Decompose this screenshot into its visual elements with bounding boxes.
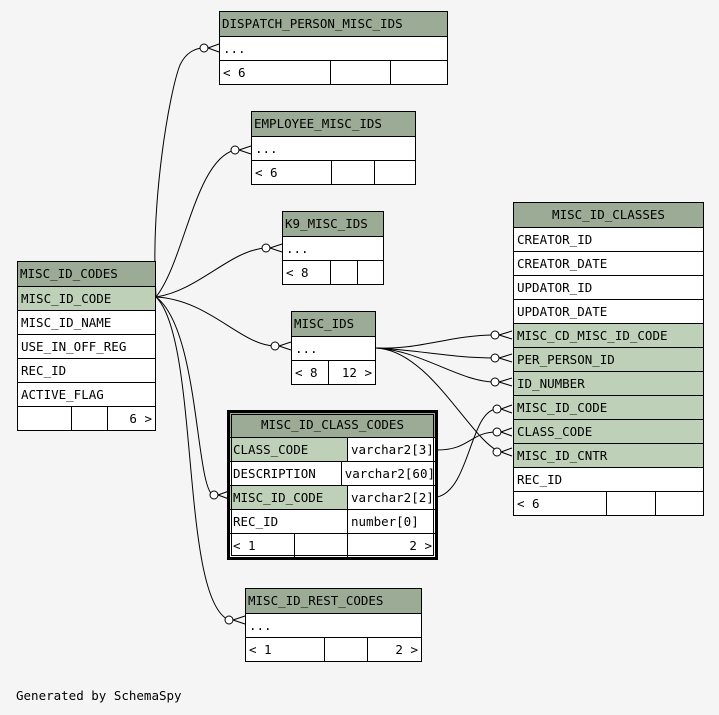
column-per-person-id: PER_PERSON_ID — [514, 347, 703, 371]
column-name: DESCRIPTION — [233, 466, 316, 481]
column-class-code: CLASS_CODE varchar2[3] — [230, 437, 435, 461]
column-type: varchar2[60] — [340, 462, 435, 485]
edge-classcodes-class — [436, 431, 498, 451]
edge-codes-k9 — [155, 247, 267, 298]
parent-count: < 8 — [295, 365, 318, 380]
table-title[interactable]: MISC_IDS — [292, 312, 375, 336]
column-type: varchar2[3] — [347, 438, 435, 461]
column-ellipsis: ... — [292, 336, 375, 360]
table-title[interactable]: EMPLOYEE_MISC_IDS — [252, 112, 415, 136]
edge-miscids-idnum — [375, 347, 496, 383]
column-creator-id: CREATOR_ID — [514, 227, 703, 251]
parent-count: < 1 — [249, 642, 272, 657]
table-footer: 6 > — [18, 406, 155, 430]
column-misc-id-name: MISC_ID_NAME — [18, 310, 155, 334]
table-footer: < 1 2 > — [230, 533, 435, 557]
table-employee-misc-ids[interactable]: EMPLOYEE_MISC_IDS ... < 6 — [251, 111, 416, 185]
column-name: MISC_ID_CODE — [230, 486, 347, 509]
edge-miscids-cd — [375, 334, 496, 349]
column-rec-id: REC_ID — [18, 358, 155, 382]
table-title[interactable]: MISC_ID_CLASSES — [514, 203, 703, 227]
table-misc-id-class-codes[interactable]: MISC_ID_CLASS_CODES CLASS_CODE varchar2[… — [227, 410, 438, 560]
column-name: REC_ID — [233, 514, 279, 529]
table-title[interactable]: DISPATCH_PERSON_MISC_IDS — [220, 12, 447, 36]
column-ellipsis: ... — [283, 236, 383, 260]
column-updator-date: UPDATOR_DATE — [514, 299, 703, 323]
table-footer: < 6 — [514, 491, 703, 515]
column-misc-cd-misc-id-code: MISC_CD_MISC_ID_CODE — [514, 323, 703, 347]
child-count: 6 > — [107, 407, 155, 430]
parent-count: < 6 — [517, 496, 540, 511]
column-misc-id-code: MISC_ID_CODE — [18, 286, 155, 310]
column-name: CLASS_CODE — [230, 438, 347, 461]
column-id-number: ID_NUMBER — [514, 371, 703, 395]
footer-cell — [330, 61, 390, 84]
edge-codes-restcodes — [155, 296, 230, 621]
table-title[interactable]: K9_MISC_IDS — [283, 212, 383, 236]
footer-cell — [71, 407, 107, 430]
edge-codes-dispatch — [154, 47, 205, 298]
table-title[interactable]: MISC_ID_CLASS_CODES — [230, 413, 435, 437]
table-k9-misc-ids[interactable]: K9_MISC_IDS ... < 8 — [282, 211, 384, 285]
table-dispatch-person-misc-ids[interactable]: DISPATCH_PERSON_MISC_IDS ... < 6 — [219, 11, 448, 85]
table-misc-ids[interactable]: MISC_IDS ... < 8 12 > — [291, 311, 376, 385]
column-class-code: CLASS_CODE — [514, 419, 703, 443]
column-ellipsis: ... — [220, 36, 447, 60]
parent-count: < 8 — [286, 265, 309, 280]
table-title[interactable]: MISC_ID_CODES — [18, 262, 155, 286]
child-count: 2 > — [367, 638, 421, 661]
column-misc-id-code: MISC_ID_CODE varchar2[2] — [230, 485, 435, 509]
edge-miscids-cntr — [375, 347, 501, 453]
table-footer: < 8 — [283, 260, 383, 284]
column-creator-date: CREATOR_DATE — [514, 251, 703, 275]
column-ellipsis: ... — [252, 136, 415, 160]
table-misc-id-codes[interactable]: MISC_ID_CODES MISC_ID_CODE MISC_ID_NAME … — [17, 261, 156, 431]
table-title[interactable]: MISC_ID_REST_CODES — [246, 589, 421, 613]
footer-cell — [357, 261, 383, 284]
column-description: DESCRIPTION varchar2[60] — [230, 461, 435, 485]
column-updator-id: UPDATOR_ID — [514, 275, 703, 299]
footer-cell — [374, 161, 415, 184]
column-type: varchar2[2] — [347, 486, 435, 509]
child-count: 2 > — [347, 534, 435, 557]
table-footer: < 1 2 > — [246, 637, 421, 661]
footer-cell — [294, 534, 347, 557]
edge-codes-miscids — [155, 296, 276, 347]
edge-codes-employee — [155, 149, 236, 298]
column-use-in-off-reg: USE_IN_OFF_REG — [18, 334, 155, 358]
edge-codes-classcodes — [155, 296, 215, 497]
table-misc-id-classes[interactable]: MISC_ID_CLASSES CREATOR_ID CREATOR_DATE … — [513, 202, 704, 516]
footer-cell — [330, 261, 357, 284]
parent-count: < 6 — [223, 65, 246, 80]
table-misc-id-rest-codes[interactable]: MISC_ID_REST_CODES ... < 1 2 > — [245, 588, 422, 662]
column-misc-id-cntr: MISC_ID_CNTR — [514, 443, 703, 467]
column-rec-id: REC_ID — [514, 467, 703, 491]
parent-count: < 6 — [255, 165, 278, 180]
column-ellipsis: ... — [246, 613, 421, 637]
footer-cell — [655, 492, 703, 515]
column-active-flag: ACTIVE_FLAG — [18, 382, 155, 406]
table-footer: < 6 — [220, 60, 447, 84]
footer-cell — [390, 61, 447, 84]
footer-cell — [324, 638, 367, 661]
footer-cell — [606, 492, 655, 515]
column-rec-id: REC_ID number[0] — [230, 509, 435, 533]
table-footer: < 8 12 > — [292, 360, 375, 384]
column-misc-id-code: MISC_ID_CODE — [514, 395, 703, 419]
edge-miscids-person — [375, 347, 496, 359]
edge-classcodes-code — [436, 408, 498, 498]
footer-cell — [18, 407, 71, 430]
table-footer: < 6 — [252, 160, 415, 184]
footer-cell — [331, 161, 374, 184]
parent-count: < 1 — [233, 538, 256, 553]
column-type: number[0] — [347, 510, 435, 533]
generated-by-credit: Generated by SchemaSpy — [16, 688, 182, 703]
child-count: 12 > — [328, 361, 375, 384]
